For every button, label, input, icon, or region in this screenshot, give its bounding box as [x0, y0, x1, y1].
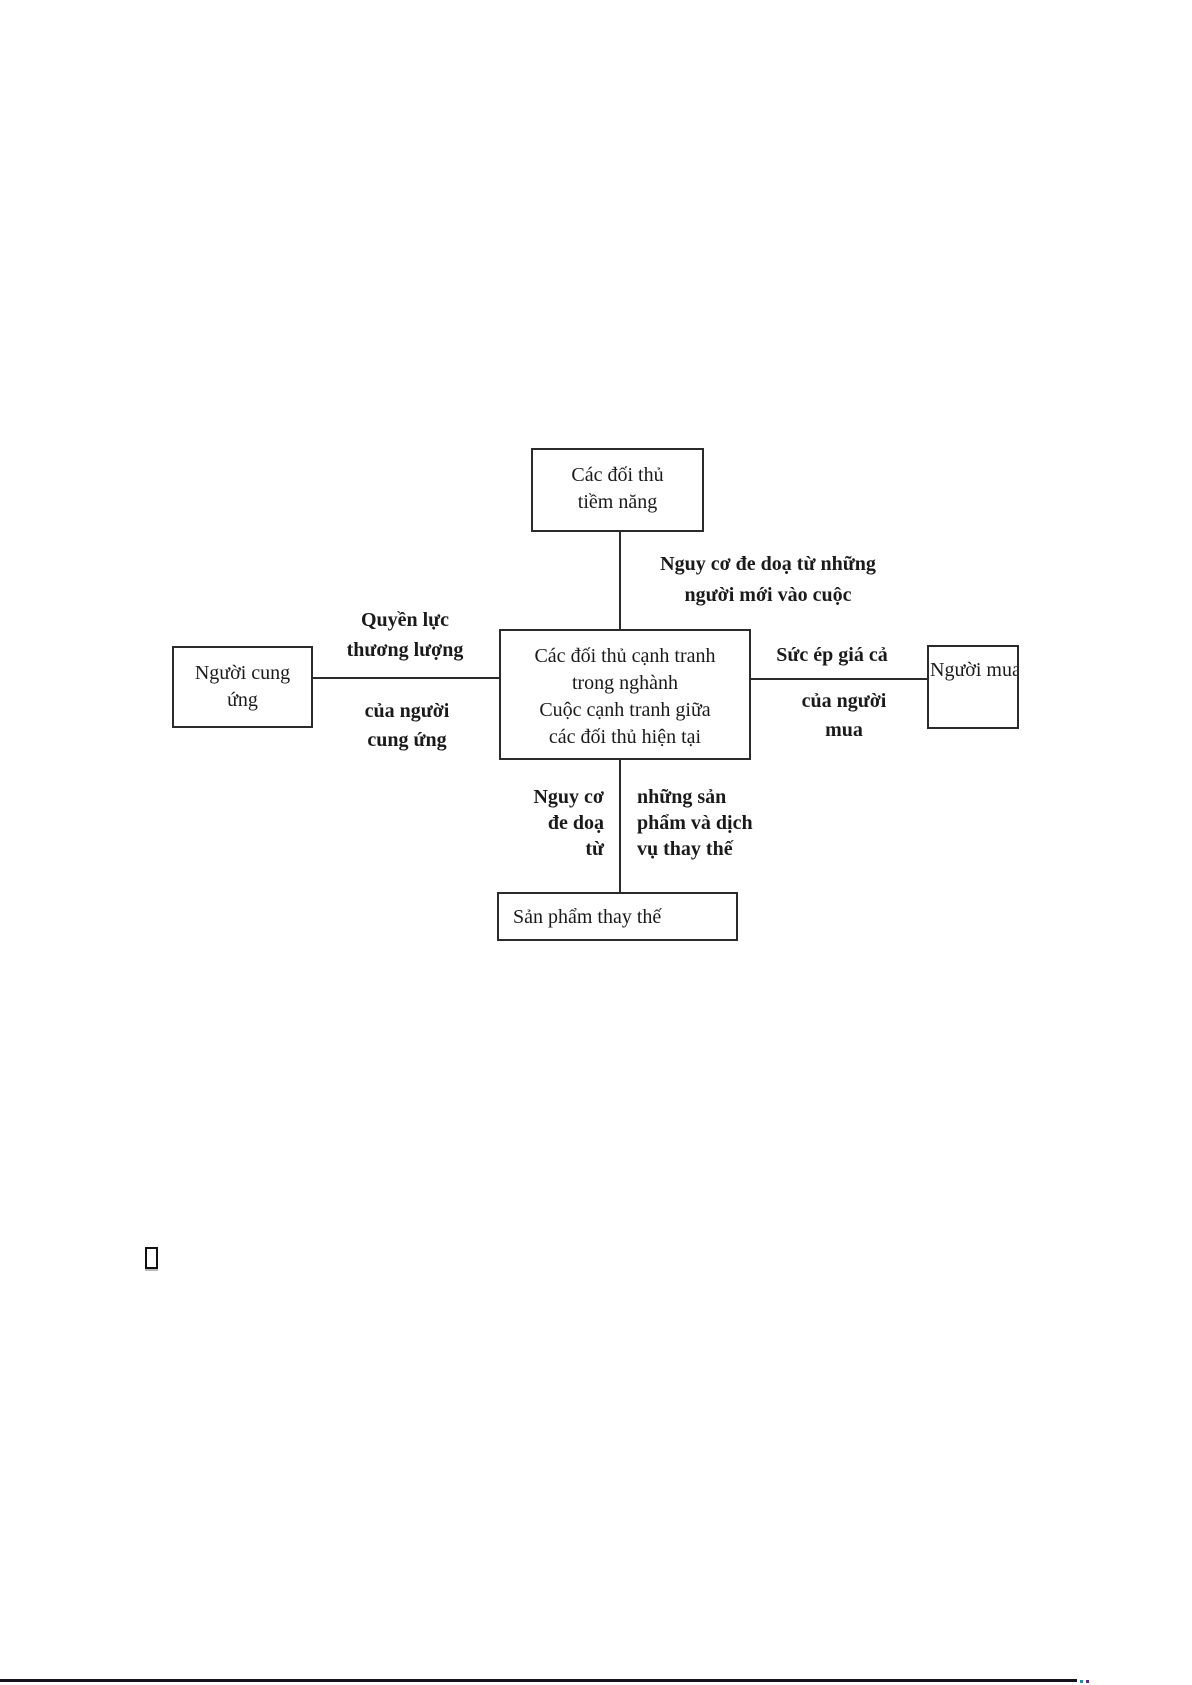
connector-left-horizontal — [313, 677, 499, 679]
connector-right-horizontal — [751, 678, 927, 680]
missing-glyph-icon — [145, 1247, 158, 1269]
label-buyer-pressure-above: Sức ép giá cả — [776, 644, 888, 666]
rule-end-speck-teal — [1080, 1680, 1083, 1683]
box-potential-entrants: Các đối thủ tiềm năng — [531, 448, 704, 532]
box-buyers: Người mua — [927, 645, 1019, 729]
label-supplier-power-below: của người cung ứng — [364, 700, 450, 751]
connector-bottom-vertical — [619, 760, 621, 892]
connector-top-vertical — [619, 532, 621, 629]
page-bottom-rule — [0, 1679, 1077, 1682]
label-supplier-power-above: Quyền lực thương lượng — [346, 609, 464, 661]
label-buyer-pressure-below: của người mua — [801, 690, 887, 741]
box-substitutes: Sản phẩm thay thế — [497, 892, 738, 941]
box-suppliers: Người cung ứng — [172, 646, 313, 728]
box-industry-rivals: Các đối thủ cạnh tranh trong nghành Cuộc… — [499, 629, 751, 760]
label-new-entrants-threat: Nguy cơ đe doạ từ những người mới vào cu… — [660, 553, 876, 606]
label-substitute-threat-right: những sản phẩm và dịch vụ thay thế — [637, 786, 753, 860]
label-substitute-threat-left: Nguy cơ đe doạ từ — [533, 786, 604, 860]
rule-end-speck-purple — [1086, 1680, 1089, 1683]
